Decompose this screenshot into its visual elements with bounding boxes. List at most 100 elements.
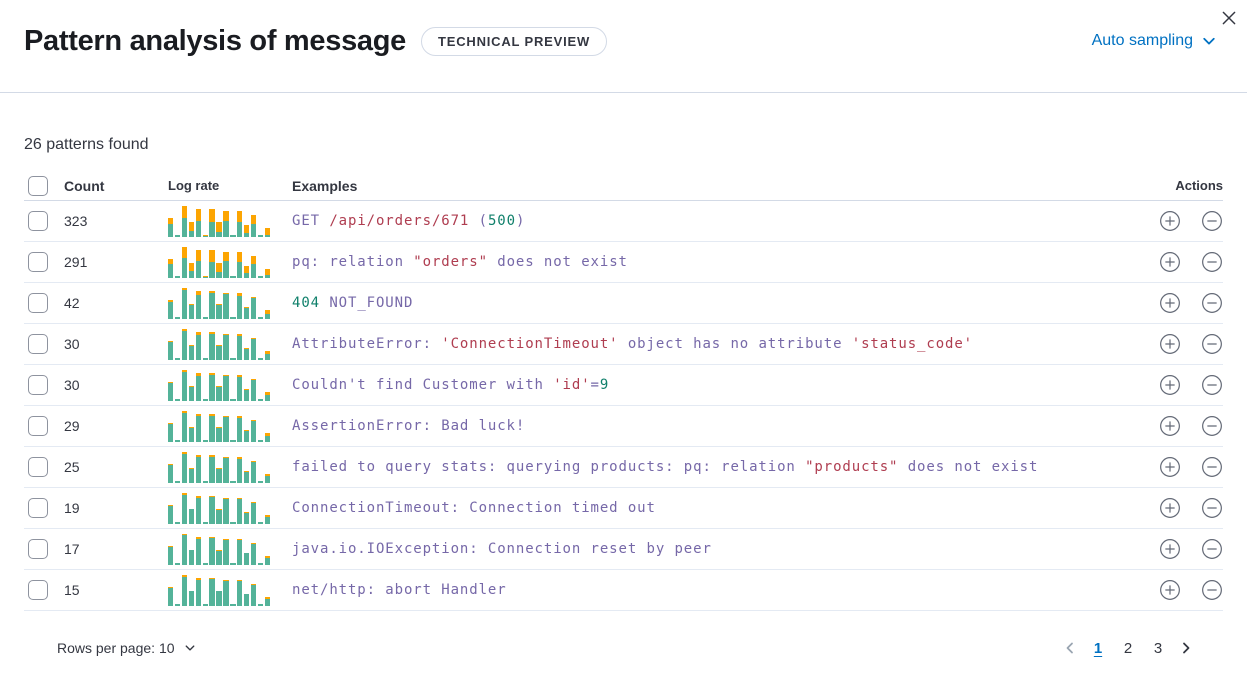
patterns-table: Count Log rate Examples Actions 323 GET … xyxy=(24,171,1223,611)
page-2-button[interactable]: 2 xyxy=(1113,635,1143,661)
sparkline-bar xyxy=(243,430,250,442)
row-checkbox[interactable] xyxy=(28,334,48,354)
pattern-count: 30 xyxy=(64,377,80,393)
example-segment: "products" xyxy=(805,459,899,475)
filter-out-pattern-button[interactable] xyxy=(1201,497,1223,519)
row-checkbox[interactable] xyxy=(28,416,48,436)
sparkline-bar xyxy=(174,235,181,237)
sparkline-bar xyxy=(237,293,243,319)
table-row: 15 net/http: abort Handler xyxy=(24,570,1223,611)
minus-in-circle-icon xyxy=(1201,579,1223,601)
filter-in-pattern-button[interactable] xyxy=(1159,415,1181,437)
sparkline-bar xyxy=(216,427,222,442)
sparkline-bar xyxy=(216,222,222,237)
next-page-button[interactable] xyxy=(1173,635,1199,661)
filter-in-pattern-button[interactable] xyxy=(1159,579,1181,601)
filter-in-pattern-button[interactable] xyxy=(1159,538,1181,560)
sparkline-bar xyxy=(168,505,174,524)
sparkline-bar xyxy=(223,580,229,606)
filter-out-pattern-button[interactable] xyxy=(1201,579,1223,601)
sparkline-bar xyxy=(168,464,174,483)
filter-out-pattern-button[interactable] xyxy=(1201,333,1223,355)
example-segment: 404 xyxy=(292,295,320,311)
sparkline-bar xyxy=(209,209,215,237)
filter-out-pattern-button[interactable] xyxy=(1201,292,1223,314)
filter-in-pattern-button[interactable] xyxy=(1159,497,1181,519)
row-checkbox[interactable] xyxy=(28,252,48,272)
filter-out-pattern-button[interactable] xyxy=(1201,456,1223,478)
chevron-left-icon xyxy=(1062,640,1078,656)
row-checkbox[interactable] xyxy=(28,293,48,313)
table-row: 323 GET /api/orders/671 (500) xyxy=(24,201,1223,242)
plus-in-circle-icon xyxy=(1159,415,1181,437)
sparkline-bar xyxy=(243,389,250,401)
filter-out-pattern-button[interactable] xyxy=(1201,251,1223,273)
sparkline-bar xyxy=(174,317,181,319)
filter-in-pattern-button[interactable] xyxy=(1159,251,1181,273)
log-rate-sparkline xyxy=(168,533,271,565)
table-row: 17 java.io.IOException: Connection reset… xyxy=(24,529,1223,570)
sparkline-bar xyxy=(188,427,195,442)
sparkline-bar xyxy=(174,399,181,401)
filter-in-pattern-button[interactable] xyxy=(1159,374,1181,396)
filter-in-pattern-button[interactable] xyxy=(1159,456,1181,478)
row-checkbox[interactable] xyxy=(28,211,48,231)
sampling-dropdown[interactable]: Auto sampling xyxy=(1092,32,1223,50)
sparkline-bar xyxy=(209,578,215,606)
sparkline-bar xyxy=(216,468,222,483)
minus-in-circle-icon xyxy=(1201,497,1223,519)
close-button[interactable] xyxy=(1216,5,1242,31)
page-3-button[interactable]: 3 xyxy=(1143,635,1173,661)
rows-per-page-dropdown[interactable]: Rows per page: 10 xyxy=(57,640,196,656)
sparkline-bar xyxy=(168,259,174,278)
filter-out-pattern-button[interactable] xyxy=(1201,415,1223,437)
sparkline-bar xyxy=(174,358,181,360)
filter-out-pattern-button[interactable] xyxy=(1201,210,1223,232)
example-segment: 'ConnectionTimeout' xyxy=(441,336,619,352)
select-all-checkbox[interactable] xyxy=(28,175,48,196)
sparkline-bar xyxy=(250,338,257,360)
row-checkbox[interactable] xyxy=(28,375,48,395)
pattern-count: 30 xyxy=(64,336,80,352)
filter-out-pattern-button[interactable] xyxy=(1201,538,1223,560)
pattern-example: failed to query stats: querying products… xyxy=(292,459,1153,475)
page-1-button[interactable]: 1 xyxy=(1083,635,1113,661)
row-checkbox[interactable] xyxy=(28,457,48,477)
row-checkbox[interactable] xyxy=(28,498,48,518)
sparkline-bar xyxy=(216,550,222,565)
sparkline-bar xyxy=(243,594,250,606)
pattern-example: java.io.IOException: Connection reset by… xyxy=(292,541,1153,557)
sparkline-bar xyxy=(264,433,271,442)
sparkline-bar xyxy=(250,297,257,319)
sparkline-bar xyxy=(237,457,243,483)
sparkline-bar xyxy=(195,250,202,278)
plus-in-circle-icon xyxy=(1159,497,1181,519)
log-rate-sparkline xyxy=(168,205,271,237)
row-checkbox[interactable] xyxy=(28,580,48,600)
filter-out-pattern-button[interactable] xyxy=(1201,374,1223,396)
sparkline-bar xyxy=(202,276,208,278)
chevron-down-icon xyxy=(1201,33,1217,49)
log-rate-sparkline xyxy=(168,574,271,606)
row-checkbox[interactable] xyxy=(28,539,48,559)
filter-in-pattern-button[interactable] xyxy=(1159,333,1181,355)
pattern-count: 291 xyxy=(64,254,88,270)
sparkline-bar xyxy=(230,317,236,319)
sparkline-bar xyxy=(216,304,222,319)
sparkline-bar xyxy=(223,539,229,565)
sparkline-bar xyxy=(264,474,271,483)
sparkline-bar xyxy=(202,317,208,319)
sparkline-bar xyxy=(209,373,215,401)
filter-in-pattern-button[interactable] xyxy=(1159,292,1181,314)
sparkline-bar xyxy=(174,563,181,565)
log-rate-sparkline xyxy=(168,410,271,442)
plus-in-circle-icon xyxy=(1159,210,1181,232)
sparkline-bar xyxy=(264,556,271,565)
filter-in-pattern-button[interactable] xyxy=(1159,210,1181,232)
table-row: 19 ConnectionTimeout: Connection timed o… xyxy=(24,488,1223,529)
pattern-count: 323 xyxy=(64,213,88,229)
sparkline-bar xyxy=(195,414,202,442)
chevron-right-icon xyxy=(1178,640,1194,656)
